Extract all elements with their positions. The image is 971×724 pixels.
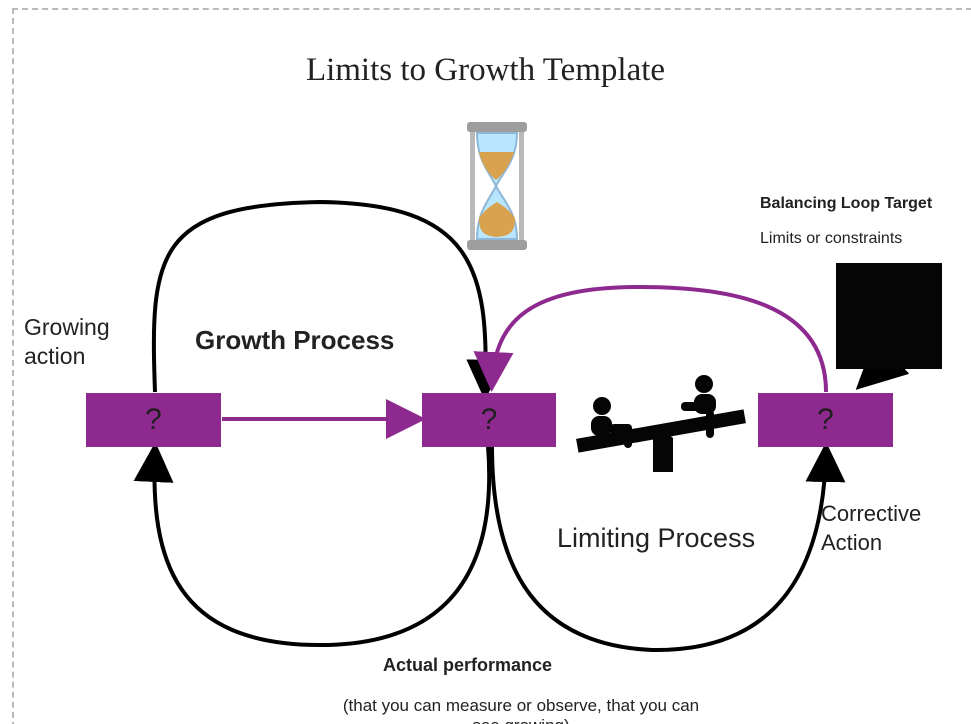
dashed-frame bbox=[12, 8, 971, 724]
constraint-arrow bbox=[855, 337, 910, 390]
growing-action-label: Growing action bbox=[24, 314, 110, 369]
corrective-action-label: Corrective Action bbox=[821, 501, 922, 555]
hourglass-icon bbox=[463, 122, 531, 250]
limiting-loop-lower-arc bbox=[490, 442, 846, 653]
limiting-process-label: Limiting Process bbox=[557, 523, 756, 553]
growth-loop-lower-arc bbox=[133, 442, 492, 648]
limit-feedback-arc bbox=[473, 284, 828, 393]
actual-performance-subtext: (that you can measure or observe, that y… bbox=[342, 696, 700, 724]
performance-box[interactable]: ? bbox=[422, 393, 556, 447]
growth-process-label: Growth Process bbox=[195, 325, 395, 355]
balancing-loop-target-subtext: Limits or constraints bbox=[760, 230, 903, 247]
growth-loop-upper-arc bbox=[151, 199, 507, 400]
corrective-action-box[interactable]: ? bbox=[758, 393, 893, 447]
seesaw-icon bbox=[576, 372, 748, 472]
constraint-placeholder bbox=[836, 263, 942, 369]
balancing-loop-target-heading: Balancing Loop Target bbox=[760, 195, 933, 212]
growing-action-box[interactable]: ? bbox=[86, 393, 221, 447]
actual-performance-heading: Actual performance bbox=[383, 655, 553, 675]
diagram-title: Limits to Growth Template bbox=[305, 52, 666, 88]
